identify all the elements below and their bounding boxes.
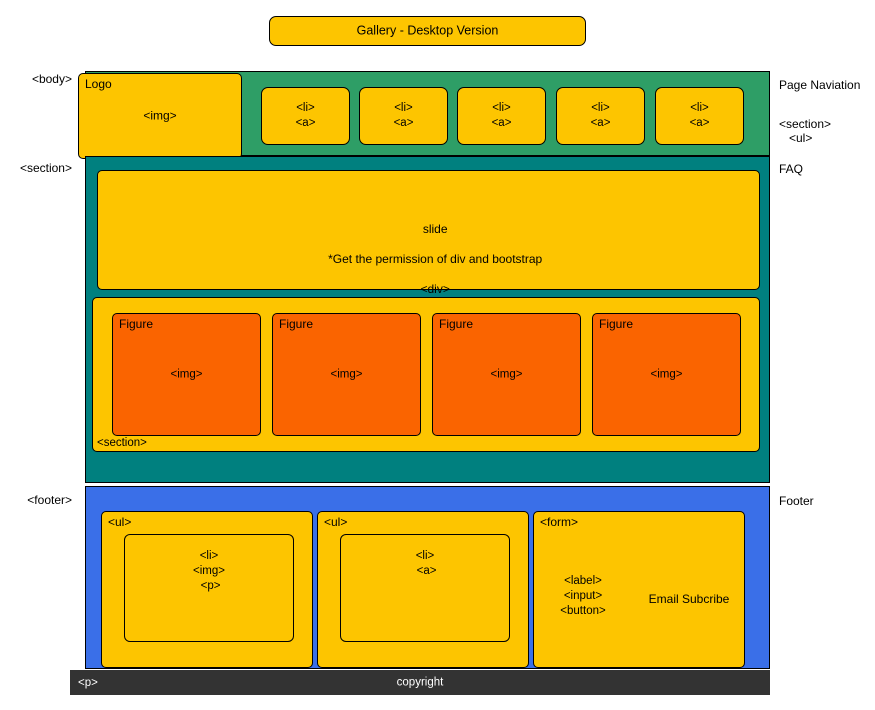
nav-item-3-a: <a> bbox=[491, 117, 512, 129]
logo-box[interactable]: Logo <img> bbox=[78, 73, 242, 159]
figure-card-4[interactable]: Figure <img> bbox=[592, 313, 741, 436]
diagram-title-banner: Gallery - Desktop Version bbox=[269, 16, 586, 46]
figure-card-1-img: <img> bbox=[170, 368, 203, 380]
logo-img-tag: <img> bbox=[143, 108, 177, 123]
annotation-footer-left: <footer> bbox=[27, 493, 72, 507]
footer-column-3-subscribe[interactable]: <form> <label> <input> <button> Email Su… bbox=[533, 511, 745, 668]
logo-label: Logo bbox=[85, 77, 112, 91]
nav-item-3-li: <li> bbox=[492, 102, 511, 114]
nav-item-2-a: <a> bbox=[393, 117, 414, 129]
slide-line-3: <div> bbox=[420, 282, 450, 296]
page-title: Gallery - Desktop Version bbox=[356, 23, 499, 38]
nav-item-1-li: <li> bbox=[296, 102, 315, 114]
nav-item-3[interactable]: <li> <a> bbox=[457, 87, 546, 145]
footer-col-1-inner-box[interactable]: <li> <img> <p> bbox=[124, 534, 294, 642]
nav-item-5[interactable]: <li> <a> bbox=[655, 87, 744, 145]
footer-col-1-inner-tags: <li> <img> <p> bbox=[193, 550, 225, 592]
figure-card-3-label: Figure bbox=[439, 317, 474, 331]
footer-col-2-inner-tags: <li> <a> bbox=[415, 550, 437, 577]
nav-item-4-a: <a> bbox=[590, 117, 611, 129]
figures-section-tag: <section> bbox=[97, 437, 147, 449]
email-subscribe-title: Email Subcribe bbox=[648, 592, 730, 606]
figure-card-1[interactable]: Figure <img> bbox=[112, 313, 261, 436]
slide-line-2: *Get the permission of div and bootstrap bbox=[328, 252, 543, 266]
figure-card-4-img: <img> bbox=[650, 368, 683, 380]
copyright-bar: <p> copyright bbox=[70, 670, 770, 695]
figure-card-3-img: <img> bbox=[490, 368, 523, 380]
slide-box[interactable]: slide *Get the permission of div and boo… bbox=[97, 170, 760, 296]
copyright-p-tag: <p> bbox=[78, 676, 98, 689]
figure-card-1-label: Figure bbox=[119, 317, 154, 331]
nav-item-1[interactable]: <li> <a> bbox=[261, 87, 350, 145]
annotation-footer-right: Footer bbox=[779, 494, 814, 508]
figure-card-2-img: <img> bbox=[330, 368, 363, 380]
figure-card-2-label: Figure bbox=[279, 317, 314, 331]
nav-item-5-a: <a> bbox=[689, 117, 710, 129]
annotation-faq: FAQ bbox=[779, 162, 804, 176]
footer-col-3-form-tags: <label> <input> <button> bbox=[560, 575, 606, 617]
annotation-section-left: <section> bbox=[19, 161, 72, 175]
nav-item-1-a: <a> bbox=[295, 117, 316, 129]
figure-card-2[interactable]: Figure <img> bbox=[272, 313, 421, 436]
nav-item-4[interactable]: <li> <a> bbox=[556, 87, 645, 145]
nav-item-4-li: <li> bbox=[591, 102, 610, 114]
footer-col-2-tag: <ul> bbox=[324, 515, 348, 529]
footer-col-3-tag: <form> bbox=[540, 515, 579, 529]
annotation-body: <body> bbox=[31, 72, 72, 86]
nav-item-2-li: <li> bbox=[394, 102, 413, 114]
footer-col-1-tag: <ul> bbox=[108, 515, 132, 529]
nav-item-2[interactable]: <li> <a> bbox=[359, 87, 448, 145]
nav-item-5-li: <li> bbox=[690, 102, 709, 114]
slide-line-1: slide bbox=[422, 222, 448, 236]
annotation-page-navigation: Page Naviation bbox=[779, 78, 861, 92]
footer-col-2-inner-box[interactable]: <li> <a> bbox=[340, 534, 510, 642]
figure-card-3[interactable]: Figure <img> bbox=[432, 313, 581, 436]
figure-card-4-label: Figure bbox=[599, 317, 634, 331]
copyright-text: copyright bbox=[396, 676, 444, 688]
annotation-section-ul: <section> <ul> bbox=[779, 117, 832, 145]
